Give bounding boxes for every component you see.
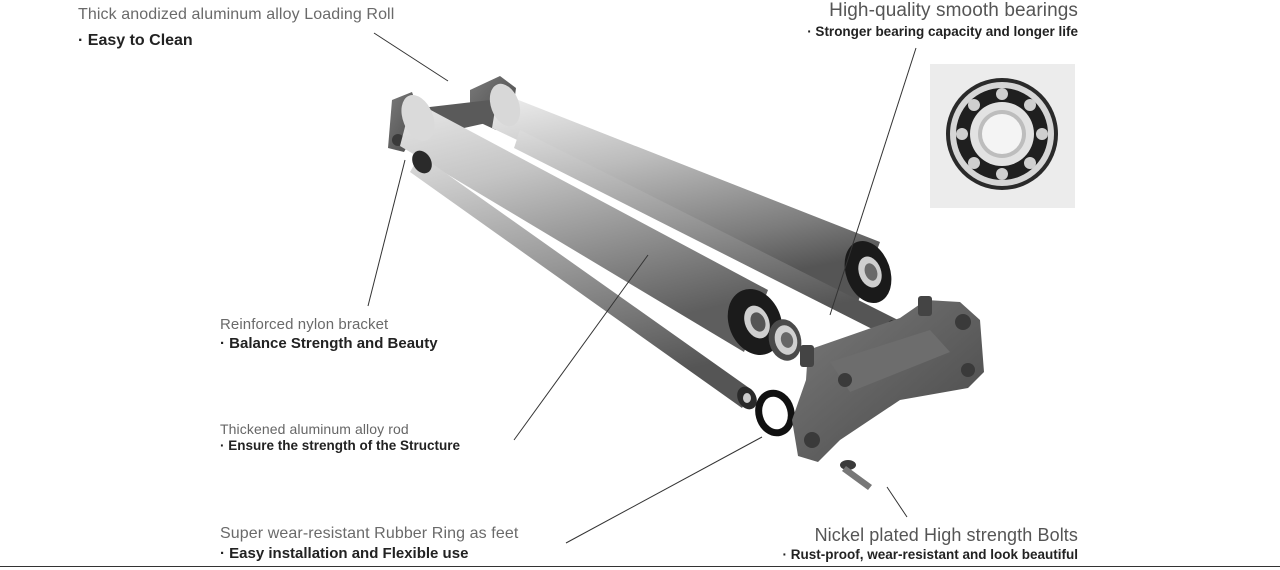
callout-bolts: Nickel plated High strength Bolts · Rust… <box>782 525 1078 562</box>
bearings-benefit: · Stronger bearing capacity and longer l… <box>807 24 1078 39</box>
bracket-benefit: · Balance Strength and Beauty <box>220 335 438 352</box>
exploded-bearing <box>768 319 802 361</box>
bolts-benefit: · Rust-proof, wear-resistant and look be… <box>782 547 1078 562</box>
back-roller <box>489 83 892 303</box>
bracket-title: Reinforced nylon bracket <box>220 316 389 333</box>
callout-bearings: High-quality smooth bearings · Stronger … <box>807 0 1078 39</box>
front-bracket <box>792 296 984 462</box>
bottom-border <box>0 566 1280 567</box>
bearings-title: High-quality smooth bearings <box>829 0 1078 21</box>
rod-benefit: · Ensure the strength of the Structure <box>220 438 461 453</box>
callout-bracket: Reinforced nylon bracket · Balance Stren… <box>220 316 438 352</box>
front-rod <box>410 150 757 410</box>
callout-rod: Thickened aluminum alloy rod · Ensure th… <box>220 421 460 453</box>
bolt <box>840 460 872 490</box>
callout-rubber-ring: Super wear-resistant Rubber Ring as feet… <box>220 525 518 562</box>
rubber-ring-title: Super wear-resistant Rubber Ring as feet <box>220 525 519 542</box>
loading-roll-title: Thick anodized aluminum alloy Loading Ro… <box>78 6 395 23</box>
leader-lines <box>367 32 917 544</box>
bearing-closeup-icon <box>946 78 1058 190</box>
loading-roll-benefit: · Easy to Clean <box>78 32 193 49</box>
bolts-title: Nickel plated High strength Bolts <box>814 525 1078 545</box>
rod-title: Thickened aluminum alloy rod <box>220 421 409 437</box>
callout-loading-roll: Thick anodized aluminum alloy Loading Ro… <box>78 6 394 50</box>
bearing-closeup <box>930 64 1075 208</box>
front-roller <box>400 95 783 355</box>
rubber-ring-benefit: · Easy installation and Flexible use <box>220 545 469 562</box>
